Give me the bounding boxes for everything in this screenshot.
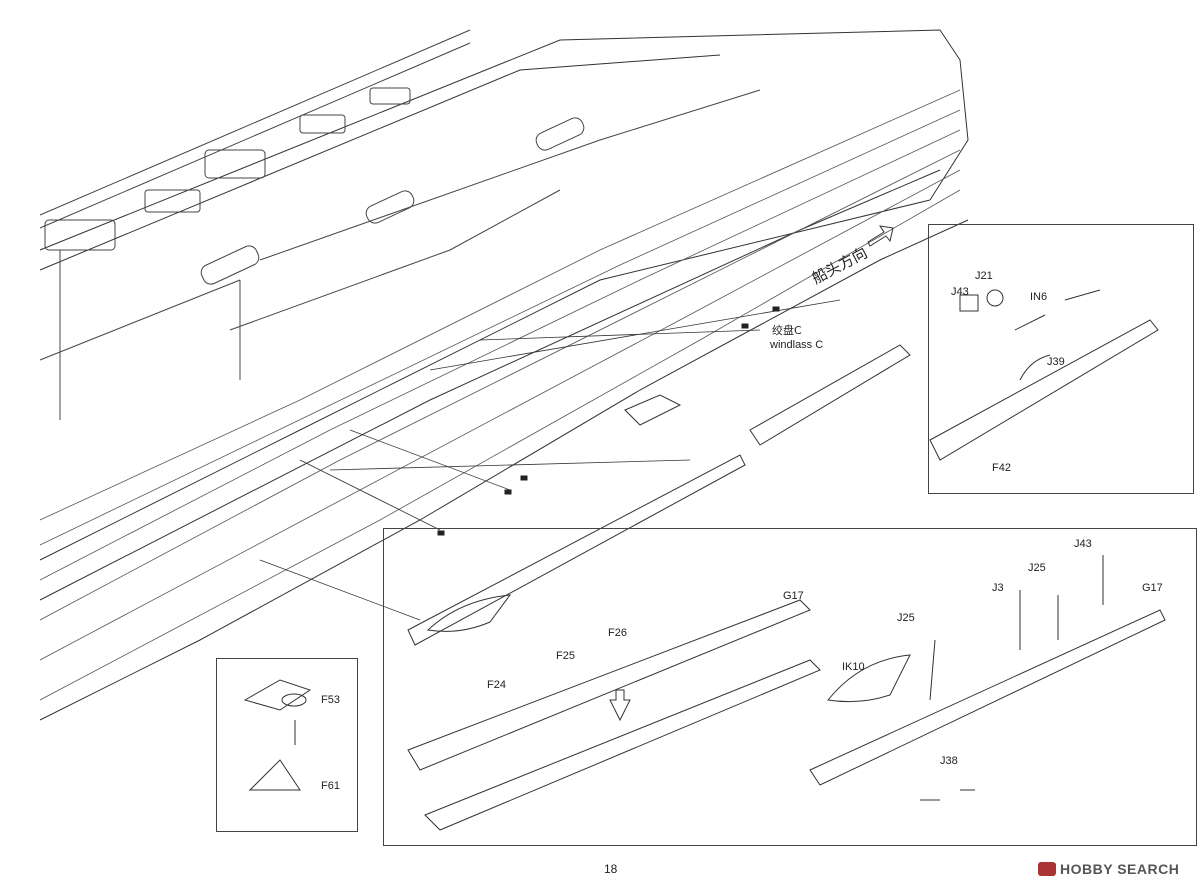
part-label: F42 (992, 462, 1011, 474)
lifeboat (426, 594, 512, 632)
part-label: IN6 (1030, 291, 1048, 303)
part-label: IK10 (842, 661, 865, 673)
leader-lines (259, 299, 841, 621)
inset-f42 (929, 289, 1159, 461)
inset-rails (407, 555, 1166, 831)
windlass-en-label: windlass C (770, 339, 824, 351)
booms (200, 89, 761, 331)
part-label: F53 (321, 694, 340, 706)
inset-box-bottom-left (216, 658, 358, 832)
planking (39, 89, 961, 701)
inset-box-top-right (928, 224, 1194, 494)
part-label: G17 (783, 590, 804, 602)
part-label: F24 (487, 679, 506, 691)
part-label: F61 (321, 780, 340, 792)
part-label: J21 (975, 270, 993, 282)
hull-deck-edge (39, 29, 969, 251)
part-label: J38 (940, 755, 958, 767)
hull-side-lower (39, 199, 931, 561)
transition-arrow (609, 689, 631, 722)
part-label: J43 (951, 286, 969, 298)
inset-box-bottom-right (383, 528, 1197, 846)
watermark-text: HOBBY SEARCH (1060, 861, 1180, 877)
windlass-cn-label: 绞盘C (772, 324, 802, 337)
part-label: F26 (608, 627, 627, 639)
inset-f53-f61 (243, 679, 312, 791)
sponsons (407, 344, 911, 646)
hobby-search-logo-icon (1038, 862, 1056, 876)
small-parts (437, 306, 780, 536)
part-label: F25 (556, 650, 575, 662)
page-number: 18 (604, 862, 618, 876)
hull-bottom (39, 219, 969, 721)
railing (39, 29, 471, 420)
hull-keel-line (39, 169, 941, 601)
deck-guns (44, 87, 411, 251)
part-label: J25 (897, 612, 915, 624)
watermark: HOBBY SEARCH (1038, 861, 1179, 877)
part-label: J39 (1047, 356, 1065, 368)
part-label: J3 (992, 582, 1004, 594)
part-label: J25 (1028, 562, 1046, 574)
hull-side-upper (39, 54, 721, 271)
direction-arrow (867, 225, 894, 247)
part-label: G17 (1142, 582, 1163, 594)
part-label: J43 (1074, 538, 1092, 550)
